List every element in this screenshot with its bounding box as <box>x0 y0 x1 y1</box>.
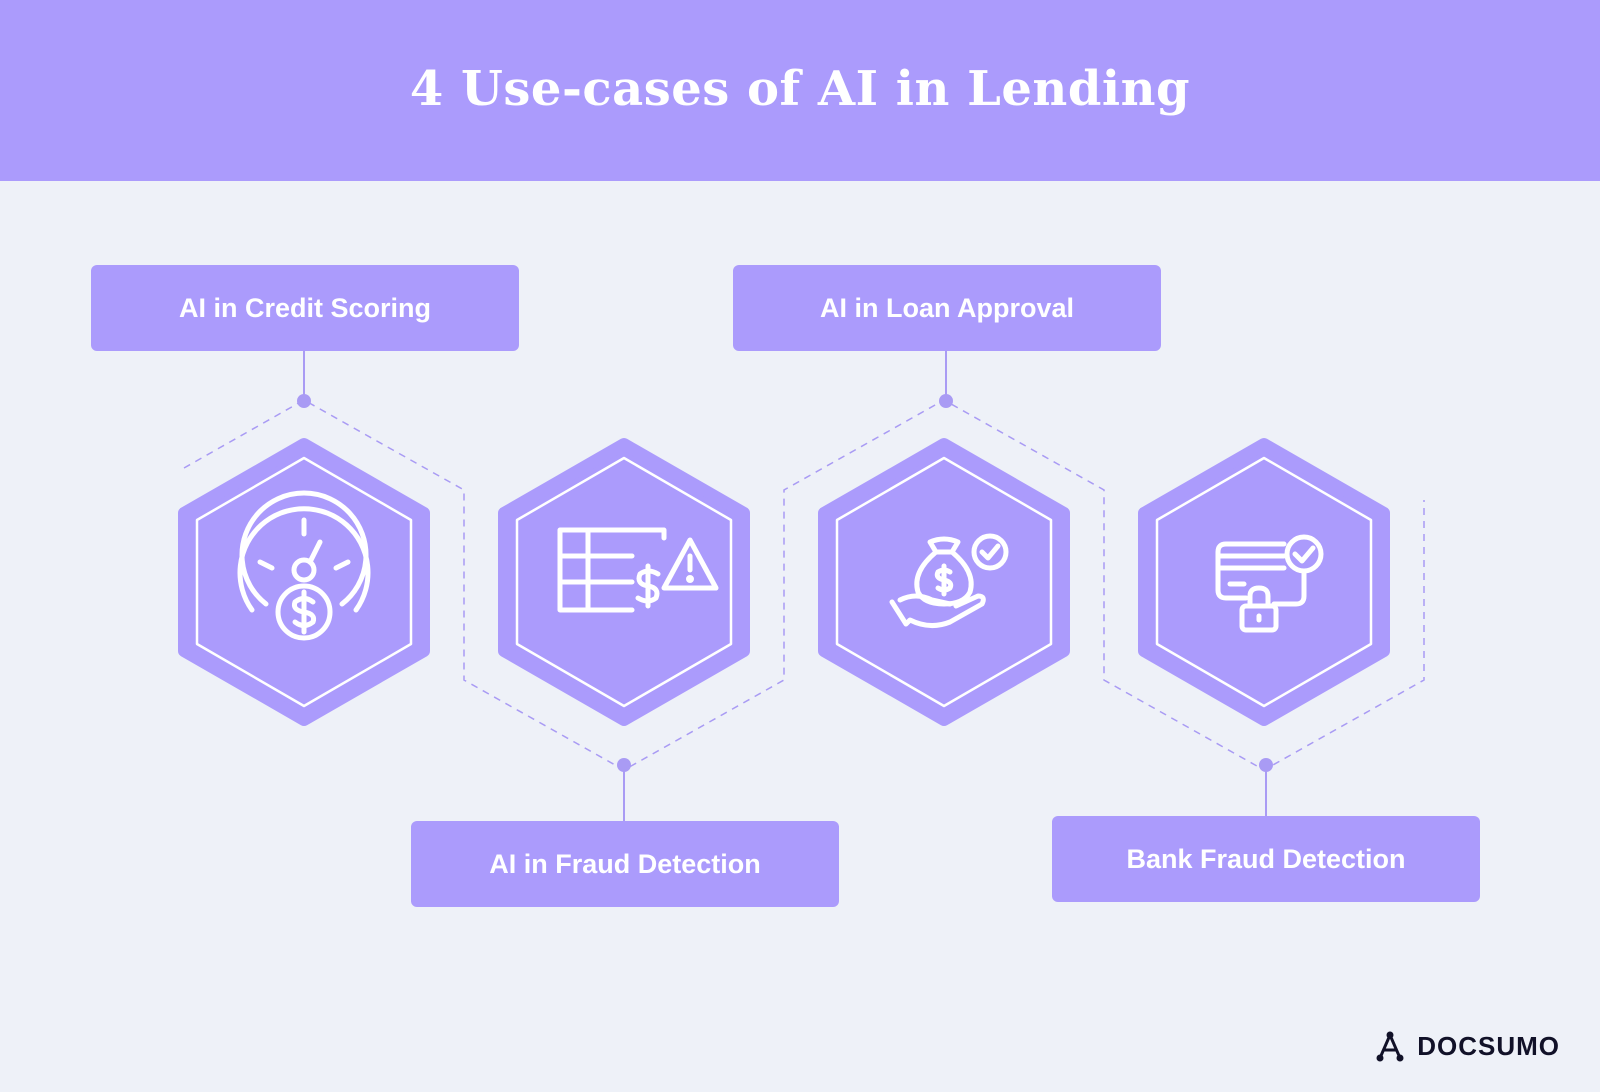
label-credit-scoring: AI in Credit Scoring <box>91 265 519 351</box>
header-banner: 4 Use-cases of AI in Lending <box>0 0 1600 181</box>
label-loan-approval: AI in Loan Approval <box>733 265 1161 351</box>
ledger-warning-icon <box>557 527 719 613</box>
connector-stems <box>297 351 1273 821</box>
brand-name: DOCSUMO <box>1417 1030 1560 1061</box>
credit-score-gauge-icon <box>237 490 371 641</box>
hexagon-loan-approval <box>818 438 1070 726</box>
docsumo-logo-icon <box>1376 1031 1404 1062</box>
hexagon-credit-scoring <box>178 438 430 726</box>
label-bank-fraud-detection: Bank Fraud Detection <box>1052 816 1480 902</box>
brand-logo: DOCSUMO <box>1375 1030 1560 1062</box>
card-lock-check-icon <box>1215 534 1324 633</box>
money-bag-hand-check-icon <box>889 533 1009 628</box>
hexagon-fraud-detection <box>498 438 750 726</box>
page-title: 4 Use-cases of AI in Lending <box>409 60 1191 117</box>
hexagon-bank-fraud-detection <box>1138 438 1390 726</box>
label-fraud-detection: AI in Fraud Detection <box>411 821 839 907</box>
